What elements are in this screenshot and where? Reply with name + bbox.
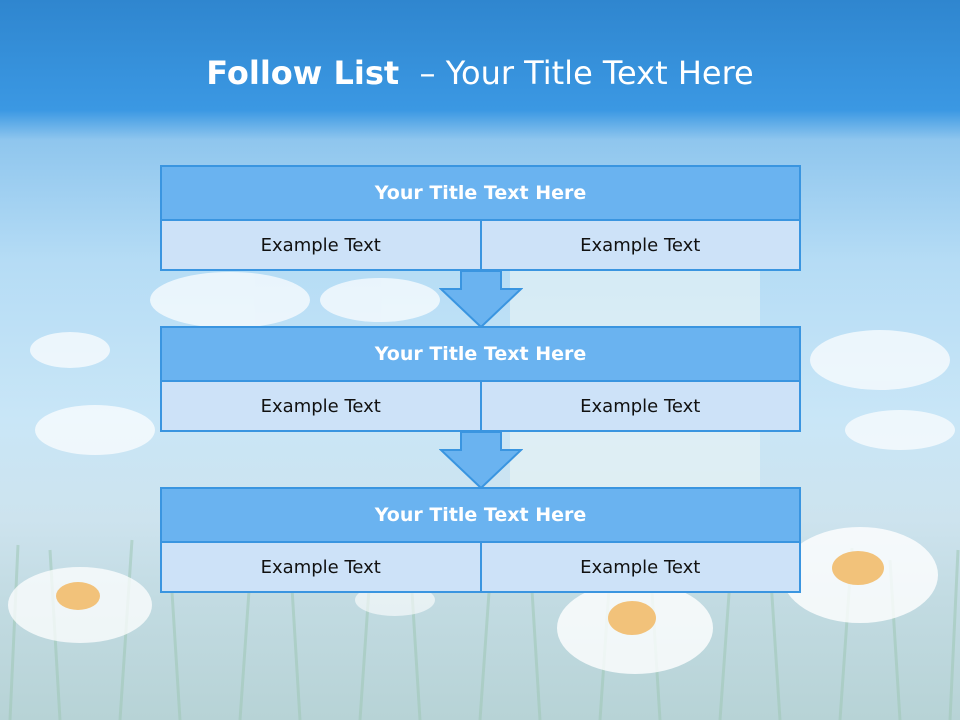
list-block-1: Your Title Text Here Example Text Exampl… xyxy=(160,165,801,271)
block-cell-right: Example Text xyxy=(481,221,801,271)
down-arrow-icon xyxy=(439,431,523,490)
down-arrow-icon xyxy=(439,270,523,329)
list-block-2: Your Title Text Here Example Text Exampl… xyxy=(160,326,801,432)
slide-title-dash: – xyxy=(399,54,446,92)
block-row: Example Text Example Text xyxy=(160,221,801,271)
block-cell-left: Example Text xyxy=(160,221,482,271)
block-title: Your Title Text Here xyxy=(160,487,801,543)
slide-title-bold: Follow List xyxy=(206,54,400,92)
block-row: Example Text Example Text xyxy=(160,382,801,432)
block-title: Your Title Text Here xyxy=(160,165,801,221)
block-cell-left: Example Text xyxy=(160,382,482,432)
slide-title: Follow List – Your Title Text Here xyxy=(0,54,960,92)
block-cell-left: Example Text xyxy=(160,543,482,593)
list-block-3: Your Title Text Here Example Text Exampl… xyxy=(160,487,801,593)
clouds xyxy=(30,272,955,455)
block-row: Example Text Example Text xyxy=(160,543,801,593)
block-cell-right: Example Text xyxy=(481,543,801,593)
slide-title-rest: Your Title Text Here xyxy=(445,54,754,92)
block-cell-right: Example Text xyxy=(481,382,801,432)
block-title: Your Title Text Here xyxy=(160,326,801,382)
